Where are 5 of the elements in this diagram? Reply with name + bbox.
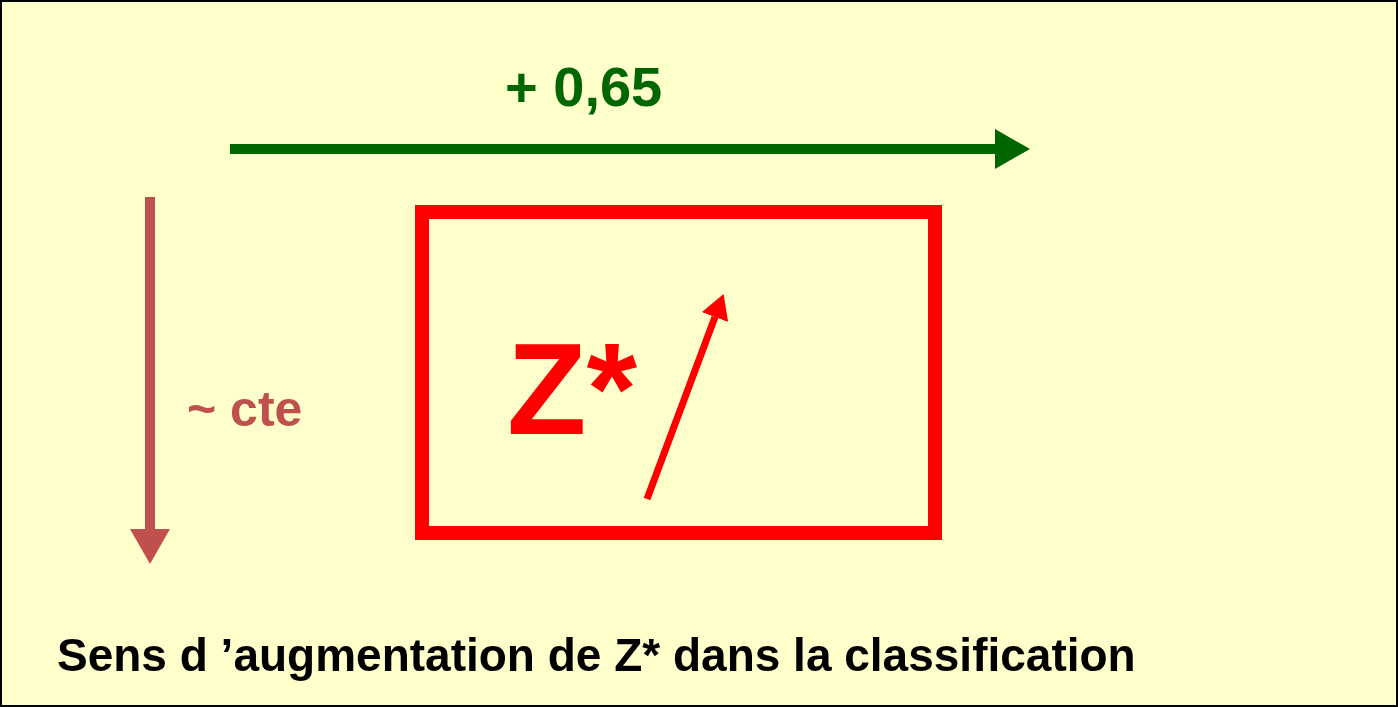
symbol-label: Z*: [507, 324, 637, 454]
caption: Sens d ’augmentation de Z* dans la classification: [57, 628, 1136, 682]
axis-label: ~ cte: [187, 380, 303, 438]
outlined-box: [415, 205, 942, 540]
axis-label: + 0,65: [505, 54, 663, 119]
